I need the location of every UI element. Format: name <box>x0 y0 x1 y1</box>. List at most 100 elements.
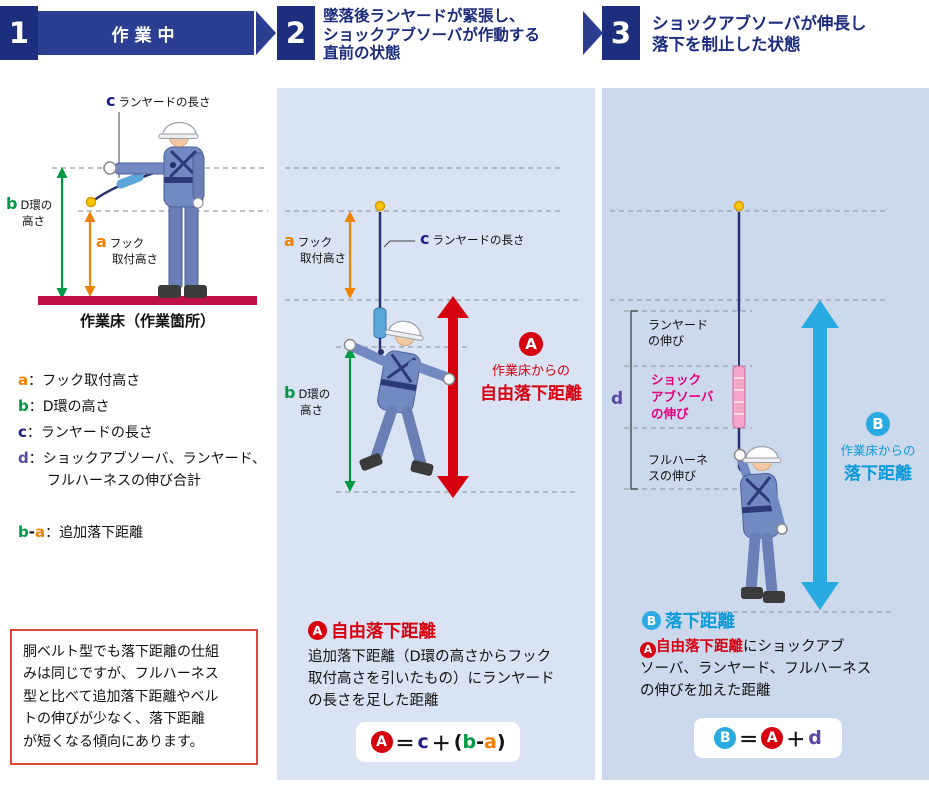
equals-sign: ＝ <box>739 728 759 751</box>
shock-absorber-pack <box>116 172 144 189</box>
badge-a: A <box>519 332 543 356</box>
var-d: d <box>808 727 822 749</box>
var-d: d <box>18 449 29 467</box>
step-2-number-text: 2 <box>285 16 307 50</box>
step-2-title-line1: 墜落後ランヤードが緊張し、 <box>323 7 525 25</box>
arrow-right-icon <box>256 11 276 55</box>
caption-rest: にショックアブ <box>743 639 845 655</box>
var-b: b <box>18 523 29 541</box>
arrow-right-icon <box>583 11 603 55</box>
note-line: みは同じですが、フルハーネス <box>23 666 219 683</box>
fall-distance-arrow <box>801 300 839 610</box>
var-a: a <box>483 731 497 753</box>
lanyard-stretch-line1: ランヤード <box>648 318 709 332</box>
step-3-title: ショックアブソーバが伸長し 落下を制止した状態 <box>652 13 866 55</box>
free-fall-distance-callout: A 作業床からの 自由落下距離 <box>470 332 592 404</box>
note-line: トの伸びが少なく、落下距離 <box>23 711 205 728</box>
hook-height-text2: 取付高さ <box>300 251 346 265</box>
free-fall-formula: A ＝ c ＋ ( b - a ) <box>356 722 520 762</box>
fall-distance-formula: B ＝ A ＋ d <box>694 718 842 758</box>
var-d-label: d <box>611 389 624 409</box>
badge-a: A <box>761 727 784 749</box>
hook-height-arrow <box>84 211 96 297</box>
caption-line: の伸びを加えた距離 <box>640 683 771 699</box>
open-paren: ( <box>453 731 463 753</box>
badge-a: A <box>640 642 656 658</box>
step-2-title: 墜落後ランヤードが緊張し、 ショックアブソーバが作動する 直前の状態 <box>323 7 540 63</box>
legend-item-d: d：ショックアブソーバ、ランヤード、 フルハーネスの伸び合計 <box>18 448 266 490</box>
shock-absorber-stretched <box>732 365 746 429</box>
fall-distance-callout: B 作業床からの 落下距離 <box>834 412 922 484</box>
lanyard-stretch-label: ランヤード の伸び <box>648 317 708 349</box>
lanyard-stretch-line2: の伸び <box>648 334 685 348</box>
harness-stretch-line2: スの伸び <box>648 469 697 483</box>
free-fall-distance-ref: 自由落下距離 <box>656 639 743 655</box>
badge-a: A <box>308 621 327 640</box>
legend-b-text: ：D環の高さ <box>28 399 110 415</box>
absorber-stretch-line3: の伸び <box>651 406 689 421</box>
worker-figure-falling <box>343 320 456 476</box>
legend-item-ba: b-a：追加落下距離 <box>18 522 143 542</box>
badge-b: B <box>714 727 737 749</box>
free-fall-distance-arrow <box>437 296 469 498</box>
lanyard-length-text: ランヤードの長さ <box>118 95 211 109</box>
badge-a: A <box>370 731 393 753</box>
harness-stretch-label: フルハーネ スの伸び <box>648 452 708 484</box>
harness-stretch-line1: フルハーネ <box>648 453 709 467</box>
note-line: 胴ベルト型でも落下距離の仕組 <box>23 644 219 660</box>
var-b: b <box>284 383 296 402</box>
var-a: a <box>96 232 107 251</box>
note-box: 胴ベルト型でも落下距離の仕組 みは同じですが、フルハーネス 型と比べて追加落下距… <box>10 629 258 766</box>
var-c: c <box>420 229 430 248</box>
absorber-stretch-label: ショック アブソーバ の伸び <box>651 371 713 422</box>
worker-figure-hanging <box>733 445 788 603</box>
anchor-hook-icon <box>733 200 745 212</box>
note-line: が短くなる傾向にあります。 <box>23 733 204 750</box>
step-2-title-line2: ショックアブソーバが作動する <box>323 25 540 44</box>
dring-height-arrow <box>56 167 68 299</box>
caption-line: 追加落下距離（D環の高さからフック <box>308 649 552 665</box>
var-c: c <box>18 423 27 441</box>
step-2-number: 2 <box>277 6 315 60</box>
dring-height-text2: 高さ <box>300 403 323 417</box>
anchor-hook-icon <box>374 200 386 212</box>
dring-height-text2: 高さ <box>22 214 45 228</box>
var-a: a <box>284 231 295 250</box>
caption-line: ソーバ、ランヤード、フルハーネス <box>640 661 872 677</box>
badge-b: B <box>642 611 661 630</box>
equals-sign: ＝ <box>395 732 415 755</box>
fall-caption-title: 落下距離 <box>665 612 735 632</box>
step-1-title: 作業中 <box>111 25 181 46</box>
minus-sign: - <box>28 523 35 541</box>
panel-2-background <box>277 88 595 780</box>
free-fall-caption-title: 自由落下距離 <box>331 622 436 642</box>
note-line: 型と比べて追加落下距離やベル <box>23 688 219 705</box>
caption-line: 取付高さを引いたもの）にランヤード <box>308 671 555 687</box>
work-floor-bar <box>38 296 257 305</box>
hook-height-arrow-2 <box>344 211 356 299</box>
absorber-stretch-line2: アブソーバ <box>651 389 714 404</box>
minus-sign: - <box>476 731 484 753</box>
step-3-title-line1: ショックアブソーバが伸長し <box>652 14 867 33</box>
hook-height-text2: 取付高さ <box>112 252 158 266</box>
plus-sign: ＋ <box>786 728 806 751</box>
lanyard-length-text: ランヤードの長さ <box>432 233 525 247</box>
worker-figure-standing <box>103 121 207 298</box>
dring-height-text1: D環の <box>298 387 331 401</box>
anchor-hook-icon <box>85 196 97 208</box>
fall-distance-text: 落下距離 <box>844 464 912 484</box>
free-fall-caption-heading: A 自由落下距離 <box>308 618 436 643</box>
work-floor-label: 作業床（作業箇所） <box>79 312 215 330</box>
shock-absorber-pack <box>373 307 387 339</box>
step-1-number: 1 <box>0 6 38 60</box>
fall-from-floor-text: 作業床からの <box>840 443 916 458</box>
free-fall-from-floor-text: 作業床からの <box>491 364 570 379</box>
legend-c-text: ：ランヤードの長さ <box>26 425 153 441</box>
legend-item-c: c：ランヤードの長さ <box>18 422 153 442</box>
